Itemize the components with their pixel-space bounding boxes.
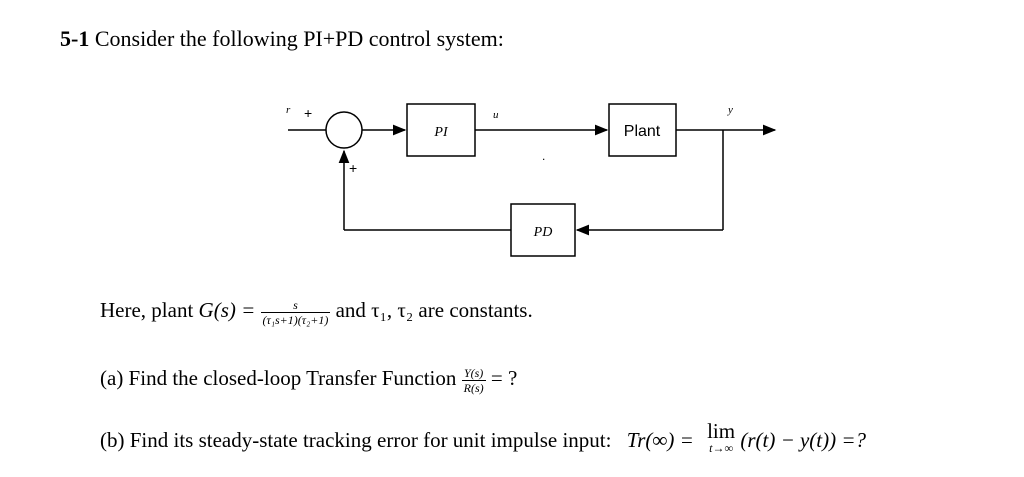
signal-y-label: y — [727, 104, 733, 116]
limit-operator: lim t→∞ — [707, 420, 735, 454]
plant-denominator: (τ₁s+1)(τ₂+1) — [262, 312, 329, 327]
part-a: (a) Find the closed-loop Transfer Functi… — [100, 358, 517, 398]
part-b-rhs: (r(t) − y(t)) =? — [740, 428, 867, 452]
limit-label: lim — [707, 419, 736, 443]
pd-block — [510, 203, 576, 257]
tf-denominator: R(s) — [463, 380, 484, 395]
plant-lhs: G(s) = — [198, 298, 256, 322]
pi-block — [406, 103, 476, 157]
block-diagram: r + PI u . Plant y PD + — [286, 103, 777, 257]
plant-suffix: and τ₁, τ₂ are constants. — [335, 298, 533, 322]
part-b: (b) Find its steady-state tracking error… — [100, 420, 866, 460]
stray-dot: . — [542, 149, 545, 163]
plus-sign-bottom: + — [349, 160, 357, 176]
pi-block-label: PI — [433, 125, 449, 140]
plant-fraction: s (τ₁s+1)(τ₂+1) — [260, 298, 331, 327]
plus-sign-top: + — [304, 105, 312, 121]
plant-numerator: s — [260, 298, 331, 313]
plant-definition: Here, plant G(s) = s (τ₁s+1)(τ₂+1) and τ… — [100, 290, 533, 330]
plant-prefix: Here, plant — [100, 298, 194, 322]
problem-statement: Consider the following PI+PD control sys… — [94, 26, 504, 51]
plant-block-label: Plant — [624, 123, 661, 140]
part-b-text: (b) Find its steady-state tracking error… — [100, 428, 612, 452]
problem-number: 5-1 — [60, 26, 90, 51]
summing-junction — [325, 111, 363, 149]
signal-u-label: u — [493, 109, 499, 121]
signal-r-label: r — [286, 104, 291, 116]
part-a-tail: = ? — [490, 366, 518, 390]
part-b-lhs: Tr(∞) = — [626, 428, 694, 452]
tf-numerator: Y(s) — [461, 366, 486, 381]
plant-block — [608, 103, 677, 157]
part-a-text: (a) Find the closed-loop Transfer Functi… — [100, 366, 457, 390]
problem-title: 5-1 Consider the following PI+PD control… — [60, 26, 504, 52]
transfer-function-fraction: Y(s) R(s) — [461, 366, 486, 395]
limit-subscript: t→∞ — [709, 441, 734, 455]
pd-block-label: PD — [533, 225, 553, 240]
